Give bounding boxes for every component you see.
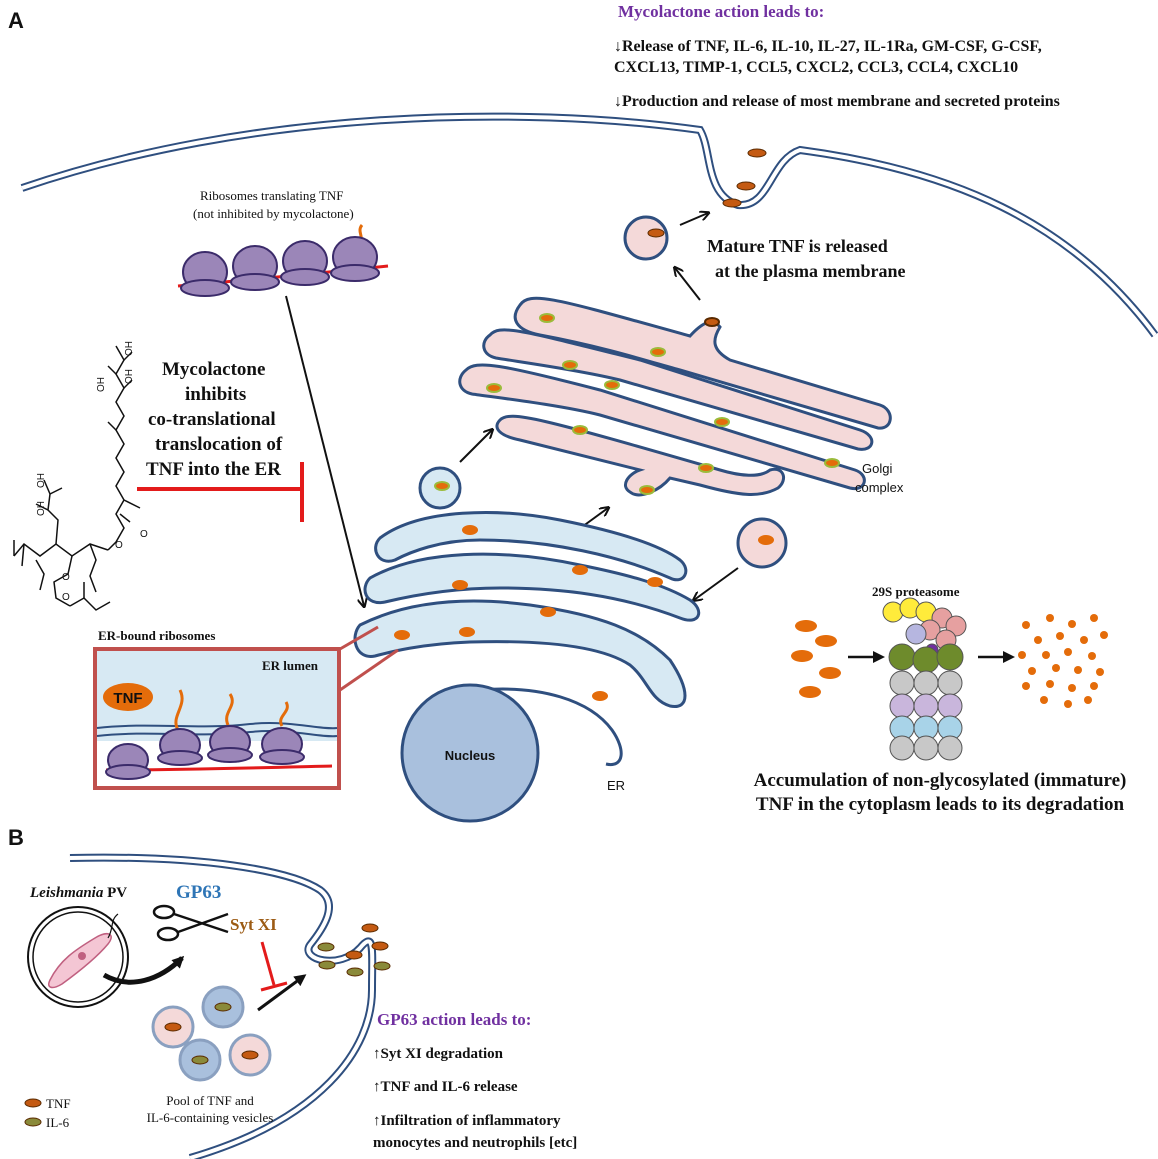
golgi-complex	[458, 296, 892, 497]
inset-connector-top	[339, 625, 379, 651]
gp63-effect-3a: ↑Infiltration of inflammatory	[373, 1113, 561, 1129]
pool-label-2: IL-6-containing vesicles	[147, 1110, 274, 1125]
accumulation-label-1: Accumulation of non-glycosylated (immatu…	[754, 770, 1127, 791]
svg-text:TNF: TNF	[113, 690, 142, 707]
svg-text:OH: OH	[124, 341, 135, 356]
svg-text:Mycolactone: Mycolactone	[162, 359, 265, 380]
endoplasmic-reticulum	[353, 511, 701, 767]
svg-text:TNF into the ER: TNF into the ER	[146, 459, 281, 480]
svg-text:O: O	[62, 592, 70, 603]
svg-text:OH: OH	[124, 369, 135, 384]
tnf-pill: TNF	[103, 683, 153, 711]
svg-text:translocation of: translocation of	[155, 434, 283, 455]
inset-connector-bottom	[339, 648, 399, 692]
panel-label-b: B	[8, 825, 24, 850]
mycolactone-effects-box: Mycolactone action leads to: ↓Release of…	[614, 2, 1060, 110]
golgi-glycosylated-tnf	[486, 313, 840, 495]
svg-text:OH: OH	[96, 377, 107, 392]
proteasome-label: 29S proteasome	[872, 584, 960, 599]
vesicle-to-er-arrow	[694, 567, 739, 600]
inhibition-bar	[137, 462, 304, 522]
svg-text:O: O	[140, 529, 148, 540]
vesicles-to-membrane-arrow	[257, 974, 307, 1012]
mycolactone-effects-line-3: ↓Production and release of most membrane…	[614, 93, 1060, 110]
golgi-label-2: complex	[855, 480, 904, 495]
nucleus: Nucleus	[400, 683, 540, 823]
er-tnf-molecules	[394, 525, 663, 701]
er-label: ER	[607, 778, 625, 793]
panel-b-released-cytokines	[317, 923, 391, 977]
released-tnf-molecules	[722, 148, 767, 208]
mature-tnf-label-2: at the plasma membrane	[715, 261, 905, 281]
svg-text:O: O	[115, 540, 123, 551]
mycolactone-effects-title: Mycolactone action leads to:	[618, 2, 824, 21]
syt-xi-label: Syt XI	[230, 915, 277, 934]
mycolactone-effects-line-2: CXCL13, TIMP-1, CCL5, CXCL2, CCL3, CCL4,…	[614, 59, 1018, 76]
mycolactone-inhibits-label: Mycolactone inhibits co-translational tr…	[146, 359, 283, 480]
ribosomes-title-1: Ribosomes translating TNF	[200, 188, 343, 203]
panel-label-a: A	[8, 8, 24, 33]
nucleus-label: Nucleus	[445, 748, 496, 763]
secretory-vesicle	[623, 215, 669, 261]
ribosome-to-er-arrow	[285, 295, 364, 606]
gp63-effect-2: ↑TNF and IL-6 release	[373, 1079, 518, 1095]
pv-to-gp63-arrow	[102, 955, 185, 985]
free-ribosome-chain	[177, 224, 389, 297]
gp63-label: GP63	[176, 882, 221, 903]
leishmania-label: Leishmania PV	[29, 885, 127, 901]
syt-inhibition-bar	[260, 941, 288, 992]
er-bound-ribosomes-label: ER-bound ribosomes	[98, 628, 215, 643]
degraded-peptides	[1018, 614, 1108, 708]
ribosomes-title-2: (not inhibited by mycolactone)	[193, 206, 354, 221]
pool-label-1: Pool of TNF and	[166, 1093, 254, 1108]
gp63-effects-box: GP63 action leads to: ↑Syt XI degradatio…	[373, 1010, 577, 1151]
svg-text:O: O	[62, 572, 70, 583]
gp63-effect-3b: monocytes and neutrophils [etc]	[373, 1135, 577, 1151]
svg-text:OH: OH	[36, 501, 47, 516]
immature-tnf-molecules	[791, 620, 841, 698]
legend-il6: IL-6	[46, 1115, 70, 1130]
gp63-effect-1: ↑Syt XI degradation	[373, 1046, 504, 1062]
mycolactone-effects-line-1: ↓Release of TNF, IL-6, IL-10, IL-27, IL-…	[614, 38, 1042, 55]
legend-tnf: TNF	[46, 1096, 71, 1111]
mycolactone-structure	[13, 345, 141, 611]
vesicle-to-membrane-arrow	[679, 213, 708, 226]
vesicle-to-golgi-arrow	[459, 430, 492, 463]
mycolactone-atom-labels: OH OH OH OH OH O O O O	[36, 341, 148, 603]
vesicle-pool	[151, 985, 272, 1082]
svg-text:OH: OH	[36, 473, 47, 488]
gp63-effects-title: GP63 action leads to:	[377, 1010, 531, 1029]
accumulation-label-2: TNF in the cytoplasm leads to its degrad…	[756, 794, 1125, 815]
plasma-membrane	[20, 112, 1158, 338]
mature-tnf-label-1: Mature TNF is released	[707, 236, 888, 256]
er-to-golgi-vesicle	[418, 466, 462, 510]
scissors-icon	[152, 904, 229, 942]
er-bound-ribosomes-inset: ER lumen TNF	[93, 647, 341, 790]
retrograde-vesicle	[736, 517, 788, 569]
leishmania-pv	[27, 906, 129, 1008]
er-lumen-label: ER lumen	[262, 658, 319, 673]
svg-text:inhibits: inhibits	[185, 384, 246, 405]
svg-text:co-translational: co-translational	[148, 409, 276, 430]
golgi-to-vesicle-arrow	[675, 268, 701, 301]
golgi-label-1: Golgi	[862, 461, 892, 476]
proteasome	[882, 597, 967, 761]
panel-b-legend: TNF IL-6	[24, 1096, 71, 1130]
